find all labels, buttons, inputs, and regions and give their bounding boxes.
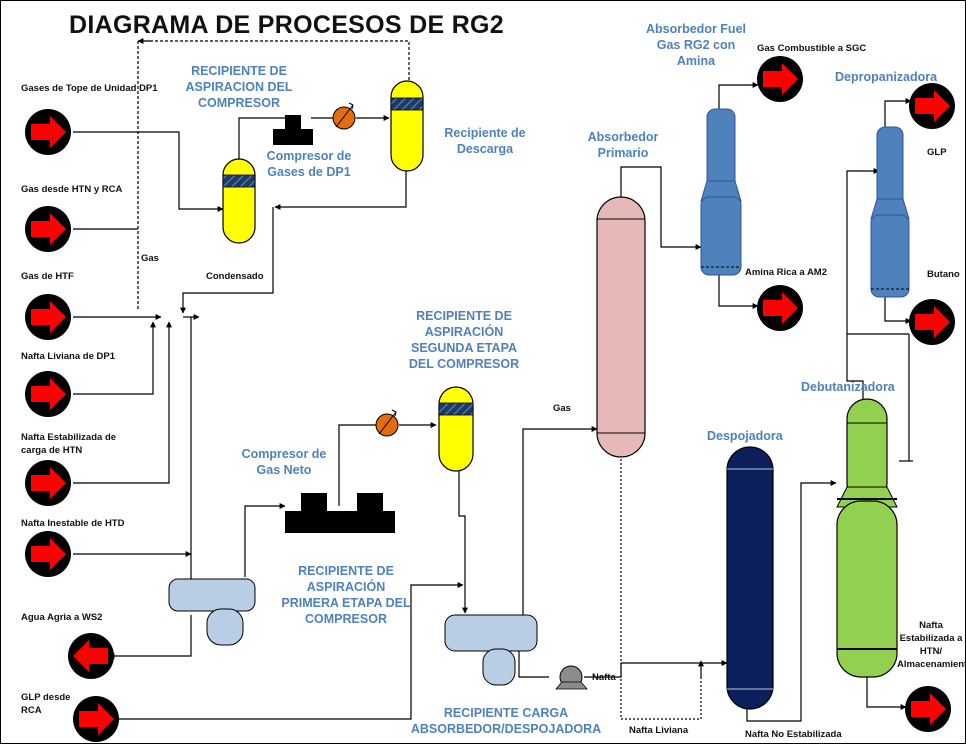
equipment-label: Recipiente de Descarga xyxy=(444,126,526,156)
red-arrow-icon xyxy=(757,56,803,102)
fuel-gas-absorber xyxy=(700,108,742,276)
equipment-label: RECIPIENTE DE ASPIRACIÓN SEGUNDA ETAPA D… xyxy=(408,309,520,371)
equipment-label: RECIPIENTE DE ASPIRACION DEL COMPRESOR xyxy=(185,64,293,110)
stream-label: Gas xyxy=(553,403,571,414)
cooler-icon xyxy=(375,409,399,437)
stream-label: GLP xyxy=(927,147,947,158)
stream-label: Amina Rica a AM2 xyxy=(745,267,828,278)
compressor-icon xyxy=(285,493,395,533)
input-label: Gas de HTF xyxy=(21,271,74,282)
stream-label: Nafta Liviana xyxy=(629,725,689,736)
red-arrow-icon xyxy=(68,633,114,679)
input-label: Gases de Tope de Unidad DP1 xyxy=(21,83,158,94)
stream-label: Nafta No Estabilizada xyxy=(745,729,842,740)
equipment-label: Absorbedor Primario xyxy=(587,130,659,160)
page-title: DIAGRAMA DE PROCESOS DE RG2 xyxy=(69,11,505,39)
compressor-icon xyxy=(273,115,313,145)
debutanizer xyxy=(836,398,898,678)
equipment-label: RECIPIENTE CARGA ABSORBEDOR/DESPOJADORA xyxy=(410,706,602,736)
red-arrow-icon xyxy=(25,460,71,506)
discharge-drum xyxy=(390,80,424,172)
equipment-label: Debutanizadora xyxy=(801,380,895,394)
depropanizer xyxy=(870,126,910,298)
red-arrow-icon xyxy=(905,686,951,732)
output-label: Agua Agria a WS2 xyxy=(21,612,103,623)
pump-icon xyxy=(555,665,588,690)
cooler-icon xyxy=(332,102,356,130)
equipment-label: Absorbedor Fuel Gas RG2 con Amina xyxy=(645,22,746,68)
stream-label: Nafta xyxy=(592,672,616,683)
equipment-label: Compresor de Gas Neto xyxy=(241,447,327,477)
stripper xyxy=(726,446,774,710)
stream-label: Butano xyxy=(927,269,960,280)
red-arrow-icon xyxy=(909,83,955,129)
primary-absorber xyxy=(596,196,646,458)
stream-label: Nafta Estabilizada a HTN/ Almacenamiento xyxy=(897,620,965,670)
red-arrow-icon xyxy=(25,294,71,340)
stream-label: Gas Combustible a SGC xyxy=(757,43,867,54)
input-label: Nafta Inestable de HTD xyxy=(21,518,125,529)
feed-drum xyxy=(444,614,538,686)
equipment-label: Compresor de Gases de DP1 xyxy=(266,149,352,179)
stream-label: Condensado xyxy=(206,271,264,282)
input-label: Nafta Estabilizada de carga de HTN xyxy=(21,432,117,456)
input-label: GLP desde RCA xyxy=(21,692,71,716)
red-arrow-icon xyxy=(909,299,955,345)
second-stage-drum xyxy=(438,386,474,472)
red-arrow-icon xyxy=(25,206,71,252)
red-arrow-icon xyxy=(25,109,71,155)
red-arrow-icon xyxy=(757,285,803,331)
input-label: Nafta Liviana de DP1 xyxy=(21,351,115,362)
stream-label: Gas xyxy=(141,253,159,264)
red-arrow-icon xyxy=(25,531,71,577)
input-label: Gas desde HTN y RCA xyxy=(21,184,123,195)
equipment-label: RECIPIENTE DE ASPIRACIÓN PRIMERA ETAPA D… xyxy=(281,564,411,626)
equipment-label: Despojadora xyxy=(707,429,783,443)
red-arrow-icon xyxy=(25,371,71,417)
first-stage-drum xyxy=(168,578,256,646)
suction-drum-dp1 xyxy=(222,158,256,244)
equipment-label: Depropanizadora xyxy=(835,70,938,84)
